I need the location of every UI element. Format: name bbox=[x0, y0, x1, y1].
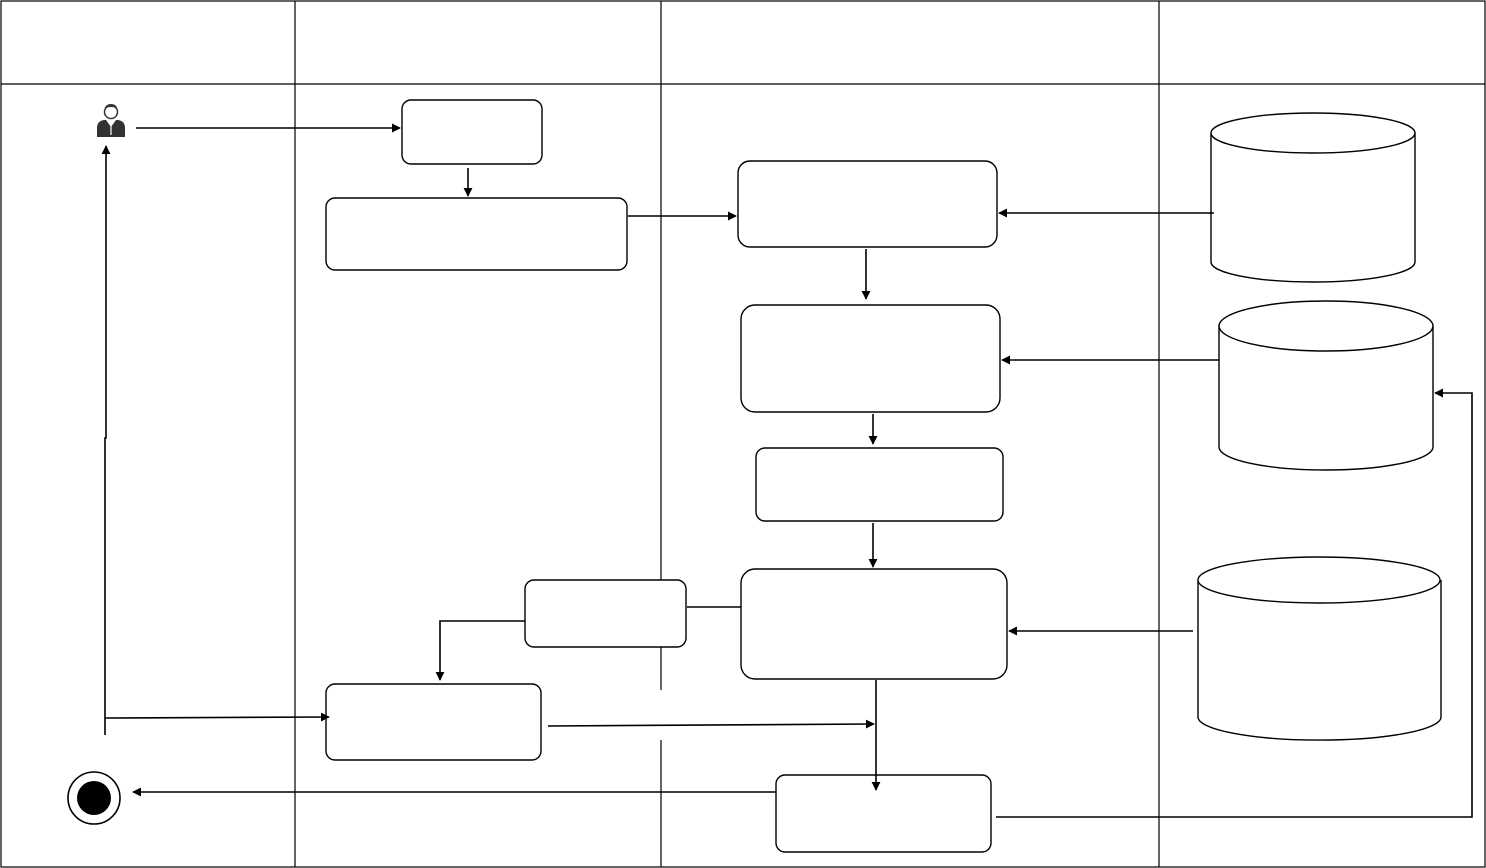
activity-box-i bbox=[775, 774, 992, 853]
activity-box-f bbox=[740, 568, 1008, 680]
arrow-loop-to-h bbox=[104, 712, 330, 722]
arrow-i-to-db2 bbox=[996, 388, 1473, 818]
arrow-loop-to-actor bbox=[101, 145, 111, 735]
activity-box-a bbox=[401, 99, 543, 165]
arrow-g-to-h bbox=[435, 620, 525, 681]
final-node bbox=[67, 771, 121, 825]
datastore-1 bbox=[1210, 112, 1416, 283]
datastore-2 bbox=[1218, 300, 1434, 471]
datastore-3 bbox=[1197, 556, 1442, 741]
activity-box-b bbox=[325, 197, 628, 271]
activity-box-c bbox=[737, 160, 998, 248]
arrow-h-to-merge bbox=[547, 719, 875, 729]
activity-box-h bbox=[325, 683, 542, 761]
activity-box-g bbox=[524, 579, 687, 648]
actor-icon bbox=[97, 104, 125, 137]
activity-box-d bbox=[740, 304, 1001, 413]
activity-box-e bbox=[755, 447, 1004, 522]
